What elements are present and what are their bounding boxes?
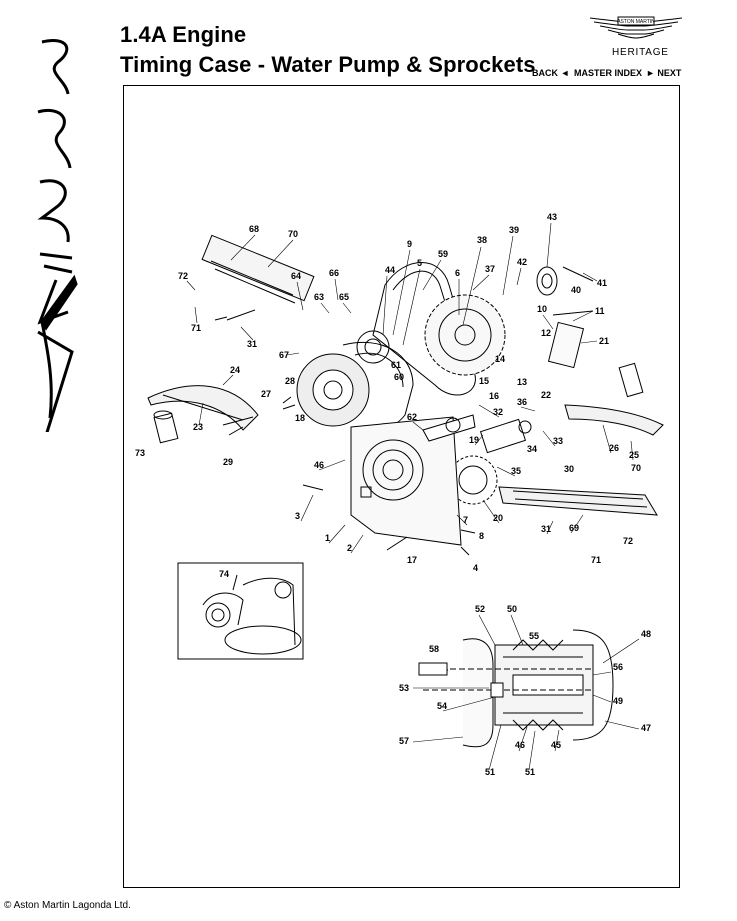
callout-1: 1 (325, 533, 330, 543)
callout-63: 63 (314, 292, 324, 302)
callout-67: 67 (279, 350, 289, 360)
brand-badge-text: ASTON MARTIN (617, 19, 655, 25)
callout-60: 60 (394, 372, 404, 382)
callout-6: 6 (455, 268, 460, 278)
callout-15: 15 (479, 376, 489, 386)
callout-56: 56 (613, 662, 623, 672)
copyright-footer: © Aston Martin Lagonda Ltd. (4, 900, 131, 911)
camshaft-sprocket (424, 294, 506, 376)
callout-35: 35 (511, 466, 521, 476)
callout-52: 52 (475, 604, 485, 614)
page-title: Timing Case - Water Pump & Sprockets (120, 52, 536, 77)
callout-70b: 70 (631, 463, 641, 473)
callout-33: 33 (553, 436, 563, 446)
callout-55: 55 (529, 631, 539, 641)
next-link[interactable]: ► NEXT (646, 68, 682, 78)
callout-17: 17 (407, 555, 417, 565)
callout-12: 12 (541, 328, 551, 338)
tensioner-blade-left (147, 385, 259, 431)
callout-54: 54 (437, 701, 447, 711)
callout-66: 66 (329, 268, 339, 278)
callout-2: 2 (347, 543, 352, 553)
callout-37: 37 (485, 264, 495, 274)
callout-20: 20 (493, 513, 503, 523)
callout-30: 30 (564, 464, 574, 474)
tensioner-blade-right (564, 404, 664, 436)
callout-51b: 51 (525, 767, 535, 777)
callout-39: 39 (509, 225, 519, 235)
master-index-link[interactable]: MASTER INDEX (574, 68, 643, 78)
callout-42: 42 (517, 257, 527, 267)
callout-29: 29 (223, 457, 233, 467)
callout-40: 40 (571, 285, 581, 295)
callout-11: 11 (595, 306, 605, 316)
callout-26: 26 (609, 443, 619, 453)
callout-50: 50 (507, 604, 517, 614)
guide-shoe-top (201, 234, 315, 302)
callout-8: 8 (479, 531, 484, 541)
callout-24: 24 (230, 365, 240, 375)
callout-74: 74 (219, 569, 229, 579)
guide-shoe-bottom (498, 486, 658, 516)
callout-62: 62 (407, 412, 417, 422)
callout-61: 61 (391, 360, 401, 370)
callout-46: 46 (314, 460, 324, 470)
callout-23: 23 (193, 422, 203, 432)
timing-case-plate (350, 416, 462, 546)
callout-31b: 31 (541, 524, 551, 534)
callout-22: 22 (541, 390, 551, 400)
callout-13: 13 (517, 377, 527, 387)
callout-3: 3 (295, 511, 300, 521)
callout-49: 49 (613, 696, 623, 706)
callout-19: 19 (469, 435, 479, 445)
back-link[interactable]: BACK ◄ (532, 68, 570, 78)
callout-64: 64 (291, 271, 301, 281)
callout-4: 4 (473, 563, 478, 573)
callout-46b: 46 (515, 740, 525, 750)
callout-47: 47 (641, 723, 651, 733)
callout-58: 58 (429, 644, 439, 654)
callout-25: 25 (629, 450, 639, 460)
callout-14: 14 (495, 354, 505, 364)
callout-7: 7 (463, 515, 468, 525)
callout-68: 68 (249, 224, 259, 234)
aston-martin-wings-logo: ASTON MARTIN (589, 16, 683, 39)
callout-9: 9 (407, 239, 412, 249)
callout-53: 53 (399, 683, 409, 693)
callout-41: 41 (597, 278, 607, 288)
callout-38: 38 (477, 235, 487, 245)
callout-5: 5 (417, 258, 422, 268)
callout-72: 72 (178, 271, 188, 281)
callout-32: 32 (493, 407, 503, 417)
callout-48: 48 (641, 629, 651, 639)
water-pump-section (418, 629, 614, 748)
callout-59: 59 (438, 249, 448, 259)
callout-18: 18 (295, 413, 305, 423)
callout-57: 57 (399, 736, 409, 746)
callout-28: 28 (285, 376, 295, 386)
callout-43: 43 (547, 212, 557, 222)
virage-logo (37, 39, 78, 432)
callout-65: 65 (339, 292, 349, 302)
callout-36: 36 (517, 397, 527, 407)
callout-71: 71 (191, 323, 201, 333)
callout-31: 31 (247, 339, 257, 349)
callout-27: 27 (261, 389, 271, 399)
callout-73: 73 (135, 448, 145, 458)
brand-subtitle: HERITAGE (612, 47, 669, 58)
callout-51: 51 (485, 767, 495, 777)
callout-70: 70 (288, 229, 298, 239)
tensioner-left (153, 412, 179, 444)
callout-44: 44 (385, 265, 395, 275)
diagram-frame (123, 85, 680, 888)
callout-72b: 72 (623, 536, 633, 546)
callout-71b: 71 (591, 555, 601, 565)
crankshaft-sprocket (448, 455, 498, 505)
callout-10: 10 (537, 304, 547, 314)
callout-16: 16 (489, 391, 499, 401)
exploded-parts-diagram: 68 70 72 71 64 66 63 65 31 67 9 5 59 38 … (135, 212, 664, 777)
callout-34: 34 (527, 444, 537, 454)
callout-21: 21 (599, 336, 609, 346)
section-title: 1.4A Engine (120, 22, 247, 47)
